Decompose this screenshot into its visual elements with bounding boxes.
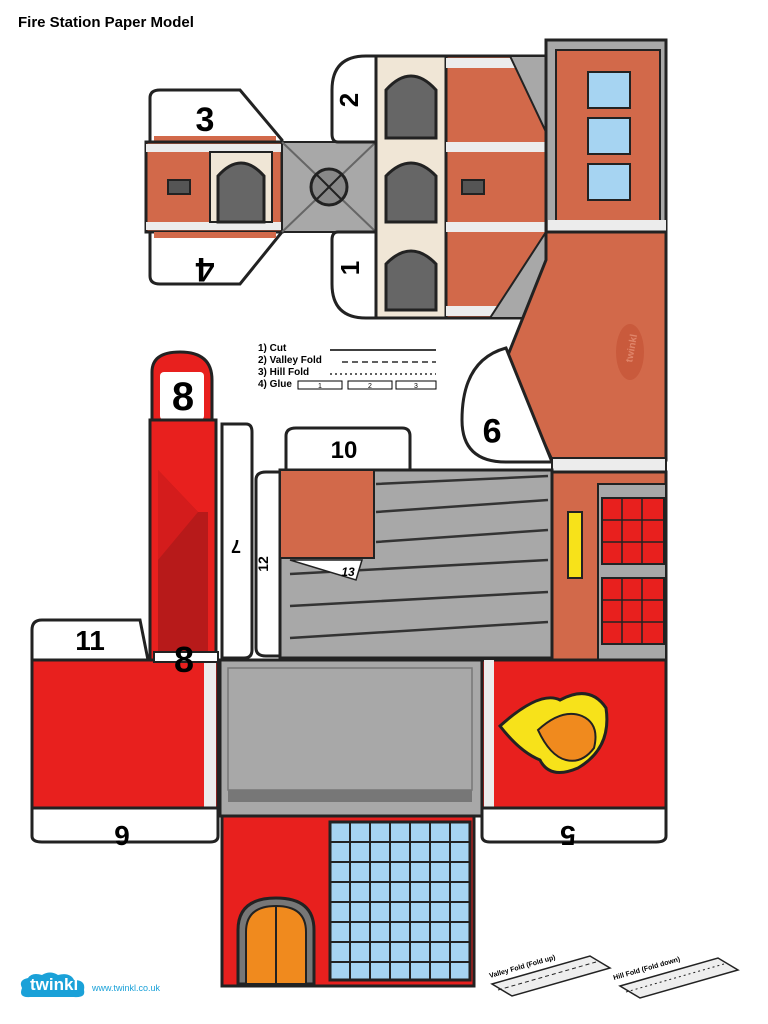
tower-wall bbox=[544, 38, 668, 234]
flame-icon bbox=[497, 692, 609, 774]
tab-9-roof: 9 bbox=[483, 411, 502, 449]
tab-5: 5 bbox=[560, 820, 576, 851]
tab-2: 2 bbox=[334, 93, 364, 107]
tab-7: 7 bbox=[231, 536, 241, 556]
twinkl-watermark: twinkl bbox=[616, 324, 644, 380]
tab-11: 11 bbox=[75, 625, 105, 656]
glue-3: 3 bbox=[414, 383, 418, 390]
front-wall-right bbox=[550, 470, 668, 662]
legend-hill: 3) Hill Fold bbox=[258, 367, 310, 378]
logo-text: twinkl bbox=[30, 975, 79, 994]
red-side-wall-right: 5 bbox=[480, 658, 668, 851]
floor-panel bbox=[218, 658, 484, 818]
tab-1: 1 bbox=[335, 261, 365, 275]
twinkl-logo bbox=[20, 972, 85, 998]
tab-8-top: 8 bbox=[172, 375, 194, 419]
legend-cut: 1) Cut bbox=[258, 343, 287, 354]
arch-wall-piece: 2 1 bbox=[330, 54, 548, 320]
tab-7-strip: 7 bbox=[220, 422, 254, 660]
tab-13: 13 bbox=[341, 565, 355, 579]
legend-glue: 4) Glue bbox=[258, 379, 292, 390]
tab-10: 10 bbox=[331, 437, 358, 464]
page-title: Fire Station Paper Model bbox=[18, 14, 194, 31]
website-link[interactable]: www.twinkl.co.uk bbox=[92, 983, 161, 993]
roof-slant-piece: 9 twinkl bbox=[460, 230, 668, 473]
svg-text:twinkl: twinkl bbox=[624, 333, 640, 363]
roof-connector bbox=[281, 141, 377, 233]
tab-8: 8 bbox=[174, 639, 194, 680]
tab-6: 6 bbox=[114, 820, 130, 851]
small-roof-piece: 3 4 bbox=[144, 88, 286, 288]
legend: 1 2 3 bbox=[297, 349, 437, 390]
tab-12: 12 bbox=[255, 556, 271, 572]
glue-1: 1 bbox=[318, 383, 322, 390]
glue-2: 2 bbox=[368, 383, 372, 390]
tab-3: 3 bbox=[196, 101, 215, 139]
fold-guides: Valley Fold (Fold up) Hill Fold (Fold do… bbox=[489, 954, 740, 999]
legend-valley: 2) Valley Fold bbox=[258, 355, 322, 366]
front-wall bbox=[220, 814, 476, 988]
main-roof: 10 12 13 bbox=[254, 426, 554, 660]
tab-4: 4 bbox=[195, 250, 214, 288]
red-side-wall: 8 11 6 8 bbox=[30, 350, 220, 851]
